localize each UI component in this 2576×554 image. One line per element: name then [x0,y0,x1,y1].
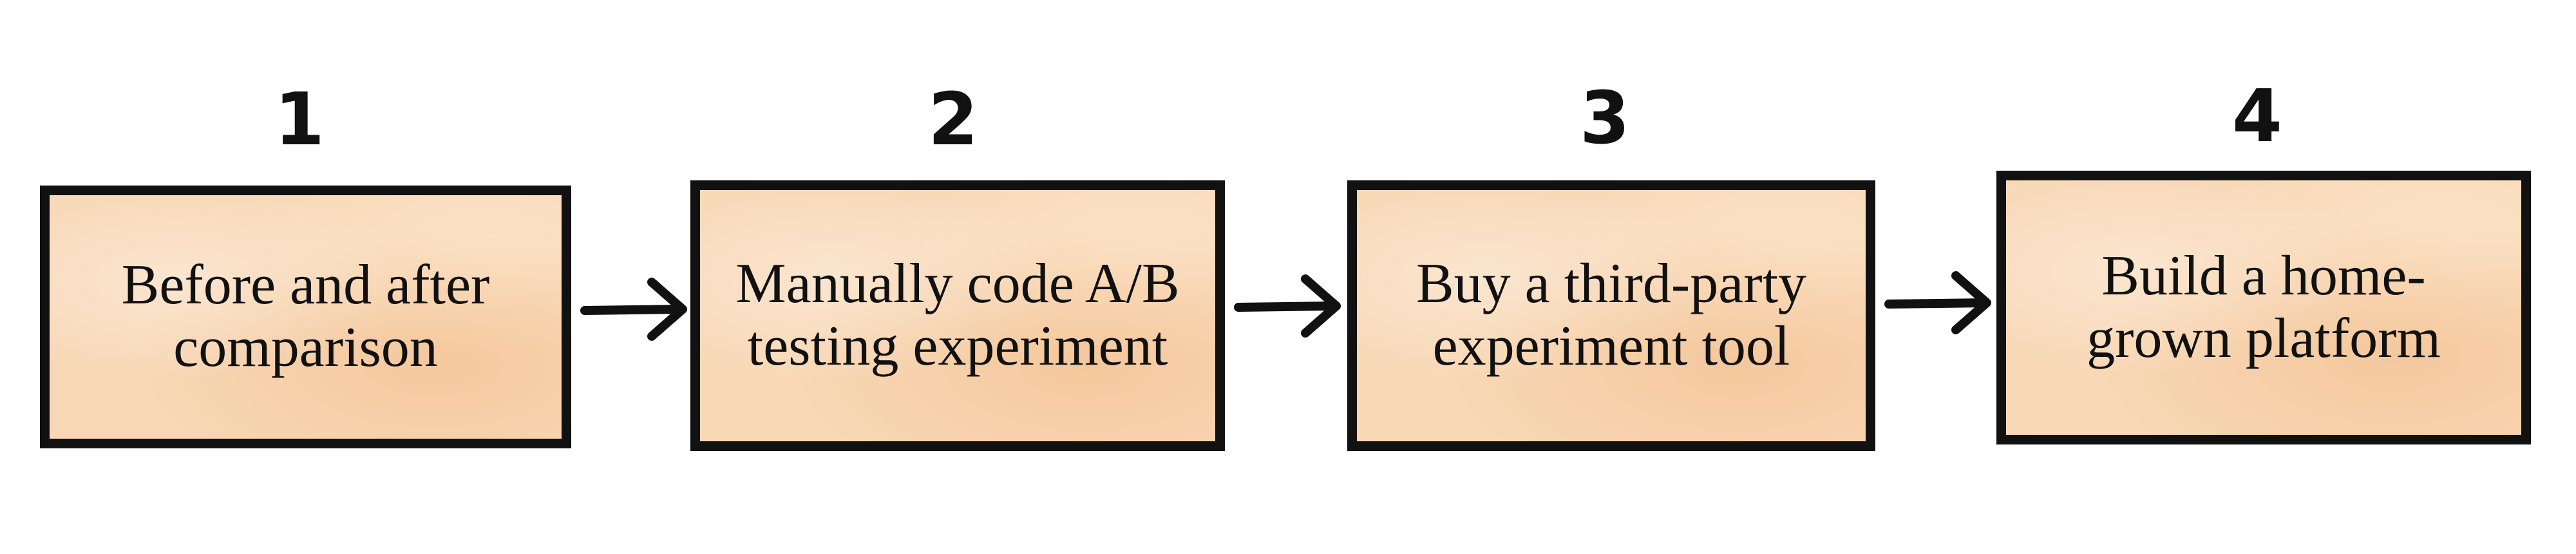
step-3-text: Buy a third-party experiment tool [1416,253,1807,377]
step-2-number: 2 [928,78,978,162]
arrow-right-icon [580,278,687,341]
step-3-number: 3 [1580,77,1630,160]
step-1-text: Before and after comparison [121,254,490,379]
step-3-box: Buy a third-party experiment tool [1347,180,1875,451]
step-2-text: Manually code A/B testing experiment [735,253,1180,377]
step-2-box: Manually code A/B testing experiment [690,180,1225,451]
arrow-right-icon [1884,271,1991,334]
step-1-number: 1 [274,78,325,162]
step-4-number: 4 [2232,75,2282,158]
step-1-box: Before and after comparison [40,186,571,448]
arrow-right-icon [1234,274,1341,338]
step-4-text: Build a home-grown platform [2087,244,2441,370]
step-4-box: Build a home-grown platform [1996,171,2531,444]
